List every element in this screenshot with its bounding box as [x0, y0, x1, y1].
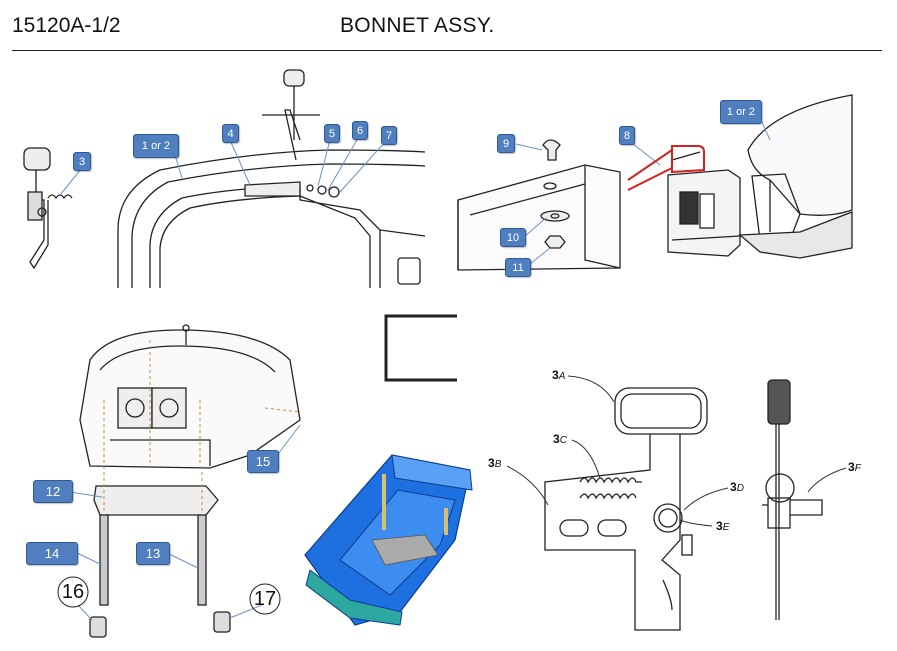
bracket-assembly: [667, 151, 741, 257]
part-code: 15120A-1/2: [12, 14, 121, 37]
circle-outline: [249, 583, 281, 615]
callout-12: 12: [33, 480, 73, 503]
callout-16: 16: [57, 576, 89, 608]
latch-ref-3f: 3F: [848, 460, 861, 474]
callout-4: 4: [222, 124, 239, 143]
bonnet-3d-model: [304, 454, 473, 626]
latch-ref-3e: 3E: [716, 519, 730, 533]
latch-ref-leaders: [506, 375, 847, 527]
latch-detail: [544, 379, 823, 631]
callout-17-label: 17: [253, 587, 277, 610]
bonnet-frame-left: [117, 69, 426, 288]
bonnet-exploded: [79, 324, 301, 638]
callout-11: 11: [505, 258, 531, 277]
callout-15: 15: [247, 450, 279, 473]
circle-outline: [57, 576, 89, 608]
callout-5: 5: [324, 124, 340, 143]
latch-ref-3c: 3C: [553, 432, 567, 446]
callout-16-label: 16: [61, 580, 85, 603]
callout-3: 3: [73, 152, 91, 171]
leader-dashes: [103, 340, 301, 515]
callout-6: 6: [352, 121, 368, 140]
callout-13: 13: [136, 542, 170, 565]
bonnet-shell-right: [738, 94, 853, 259]
latch-ref-3d: 3D: [730, 480, 744, 494]
latch-ref-3a: 3A: [552, 368, 566, 382]
callout-9: 9: [497, 134, 515, 153]
latch-small: [23, 147, 73, 270]
page-title: BONNET ASSY.: [340, 14, 495, 37]
latch-ref-3b: 3B: [488, 456, 502, 470]
callout-7: 7: [381, 126, 397, 145]
header-divider: [12, 50, 882, 51]
callout-14: 14: [26, 542, 78, 565]
highlight-box: [627, 145, 705, 191]
callout-8: 8: [619, 126, 635, 145]
callout-17: 17: [249, 583, 281, 615]
section-bracket: [384, 314, 457, 382]
callout-1or2-right: 1 or 2: [720, 100, 762, 124]
callout-leaders: [59, 117, 771, 621]
callout-10: 10: [500, 228, 526, 247]
callout-1or2-left: 1 or 2: [133, 134, 179, 158]
hood-panel: [457, 139, 621, 271]
